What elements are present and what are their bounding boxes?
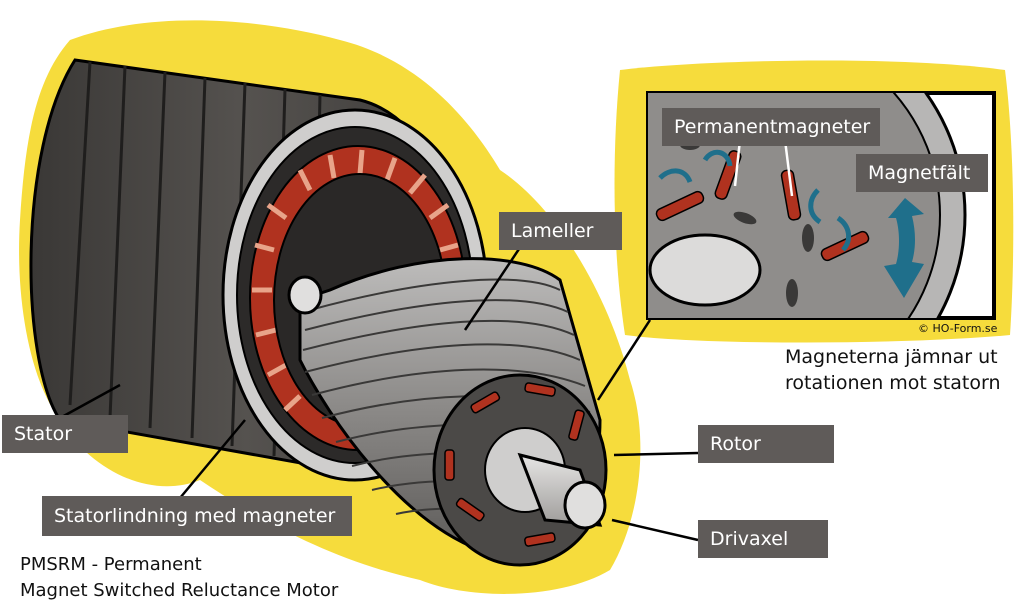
inset-caption-line1: Magneterna jämnar ut [785,346,998,368]
double-headed-curved-arrow-icon [884,198,924,298]
label-magnetfalt: Magnetfält [856,154,988,192]
label-statorlindning: Statorlindning med magneter [42,496,352,536]
footer-line1: PMSRM - Permanent [20,554,202,575]
copyright-text: © HO-Form.se [918,322,998,335]
inset-caption-line2: rotationen mot statorn [785,372,1001,394]
label-drivaxel: Drivaxel [698,520,828,558]
label-stator: Stator [2,415,128,453]
leader-lines [59,239,699,542]
label-lameller: Lameller [499,212,622,250]
footer-line2: Magnet Switched Reluctance Motor [20,580,339,601]
drive-shaft [287,275,607,530]
curved-arrow-icon [658,149,852,252]
label-rotor: Rotor [698,425,834,463]
label-permanentmagneter: Permanentmagneter [662,108,880,146]
